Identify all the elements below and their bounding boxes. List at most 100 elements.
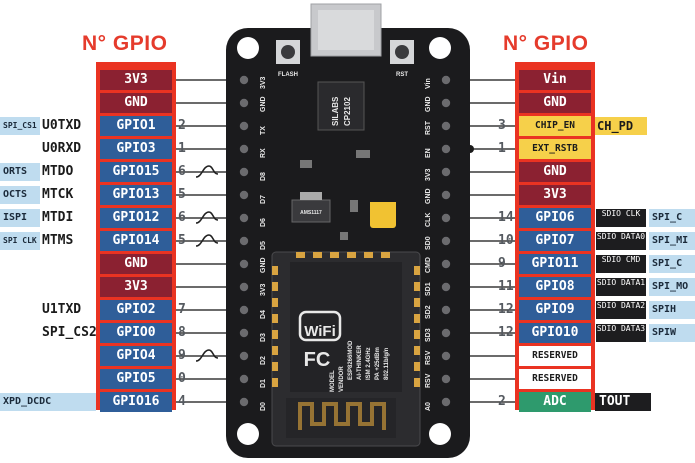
- right-spi-10: SPIH: [649, 301, 695, 319]
- left-header-pin-11: [239, 328, 249, 338]
- wifi-logo: [298, 310, 342, 342]
- right-gpio-header: N° GPIO: [503, 32, 589, 55]
- right-pin-5: 3V3: [519, 185, 591, 205]
- module-pad-top-3: [347, 252, 356, 258]
- right-sdio-11: SDIO DATA3: [596, 324, 646, 342]
- right-spi-6: SPI_C: [649, 209, 695, 227]
- left-header-pin-9: [239, 282, 249, 292]
- right-pin-8: GPIO11: [519, 254, 591, 274]
- left-pin-12: GPIO4: [100, 346, 172, 366]
- module-pad-top-1: [313, 252, 322, 258]
- left-func-7: MTMS: [42, 233, 74, 248]
- module-pad-l3: [272, 314, 278, 323]
- right-spi-11: SPIW: [649, 324, 695, 342]
- right-header-pin-9: [441, 282, 451, 292]
- right-sdio-6: SDIO CLK: [596, 209, 646, 227]
- right-pin-6: GPIO6: [519, 208, 591, 228]
- left-pin-1: GND: [100, 93, 172, 113]
- left-num-7: 5: [178, 233, 186, 248]
- left-func-3: U0RXD: [42, 141, 82, 156]
- module-pad-l2: [272, 298, 278, 307]
- left-pin-10: GPIO2: [100, 300, 172, 320]
- left-pin-13: GPIO5: [100, 369, 172, 389]
- right-header-pin-7: [441, 236, 451, 246]
- left-pin-9: 3V3: [100, 277, 172, 297]
- pin-headers: [239, 75, 451, 407]
- left-func-6: MTDI: [42, 210, 74, 225]
- right-header-pin-0: [441, 75, 451, 85]
- left-header-pin-13: [239, 374, 249, 384]
- left-pin-8: GND: [100, 254, 172, 274]
- left-header-pin-14: [239, 397, 249, 407]
- right-num-7: 10: [498, 233, 514, 248]
- left-header-pin-2: [239, 121, 249, 131]
- right-header-pin-5: [441, 190, 451, 200]
- left-header-pin-8: [239, 259, 249, 269]
- mount-hole-bottom-right: [429, 423, 451, 445]
- right-pin-10: GPIO9: [519, 300, 591, 320]
- left-alt-5: OCTS: [0, 186, 40, 204]
- module-pad-r1: [414, 282, 420, 291]
- right-header-pin-8: [441, 259, 451, 269]
- left-header-pin-6: [239, 213, 249, 223]
- module-pad-r3: [414, 314, 420, 323]
- right-num-9: 11: [498, 279, 514, 294]
- mount-hole-bottom-left: [237, 423, 259, 445]
- module-pad-top-5: [381, 252, 390, 258]
- left-header-pin-0: [239, 75, 249, 85]
- module-pad-r4: [414, 330, 420, 339]
- module-pad-r5: [414, 346, 420, 355]
- left-func-5: MTCK: [42, 187, 74, 202]
- module-pad-r2: [414, 298, 420, 307]
- left-pin-3: GPIO3: [100, 139, 172, 159]
- module-pad-l7: [272, 378, 278, 387]
- module-pad-r6: [414, 362, 420, 371]
- right-num-8: 9: [498, 256, 506, 271]
- right-num-6: 14: [498, 210, 514, 225]
- left-header-pin-10: [239, 305, 249, 315]
- module-pad-r7: [414, 378, 420, 387]
- module-pad-top-0: [296, 252, 305, 258]
- left-num-11: 8: [178, 325, 186, 340]
- right-pin-7: GPIO7: [519, 231, 591, 251]
- right-header-pin-2: [441, 121, 451, 131]
- right-pin-3: EXT_RSTB: [519, 139, 591, 159]
- left-alt-4: ORTS: [0, 163, 40, 181]
- right-header-pin-12: [441, 351, 451, 361]
- right-sdio-8: SDIO CMD: [596, 255, 646, 273]
- module-pad-r0: [414, 266, 420, 275]
- module-pad-l5: [272, 346, 278, 355]
- left-func-4: MTDO: [42, 164, 74, 179]
- right-pin-2: CHIP_EN: [519, 116, 591, 136]
- right-pin-12: RESERVED: [519, 346, 591, 366]
- pwm-symbol-6: [195, 211, 219, 224]
- left-pin-6: GPIO12: [100, 208, 172, 228]
- module-pad-top-4: [364, 252, 373, 258]
- right-func-14: TOUT: [595, 393, 651, 411]
- left-header-pin-7: [239, 236, 249, 246]
- left-alt-2: SPI_CS1: [0, 117, 40, 135]
- right-num-10: 12: [498, 302, 514, 317]
- left-gpio-header: N° GPIO: [82, 32, 168, 55]
- left-num-2: 2: [178, 118, 186, 133]
- capacitor: [370, 194, 396, 228]
- right-pin-9: GPIO8: [519, 277, 591, 297]
- module-pad-top-2: [330, 252, 339, 258]
- right-sdio-10: SDIO DATA2: [596, 301, 646, 319]
- left-alt-6: ISPI: [0, 209, 40, 227]
- left-header-pin-1: [239, 98, 249, 108]
- right-num-14: 2: [498, 394, 506, 409]
- right-header-pin-4: [441, 167, 451, 177]
- right-spi-7: SPI_MI: [649, 232, 695, 250]
- right-num-3: 1: [498, 141, 506, 156]
- right-pin-0: Vin: [519, 70, 591, 90]
- right-header-pin-1: [441, 98, 451, 108]
- right-num-11: 12: [498, 325, 514, 340]
- right-header-pin-13: [441, 374, 451, 384]
- left-num-4: 6: [178, 164, 186, 179]
- left-pin-11: GPIO0: [100, 323, 172, 343]
- left-num-6: 6: [178, 210, 186, 225]
- usb-uart-chip: [317, 81, 365, 131]
- right-pin-4: GND: [519, 162, 591, 182]
